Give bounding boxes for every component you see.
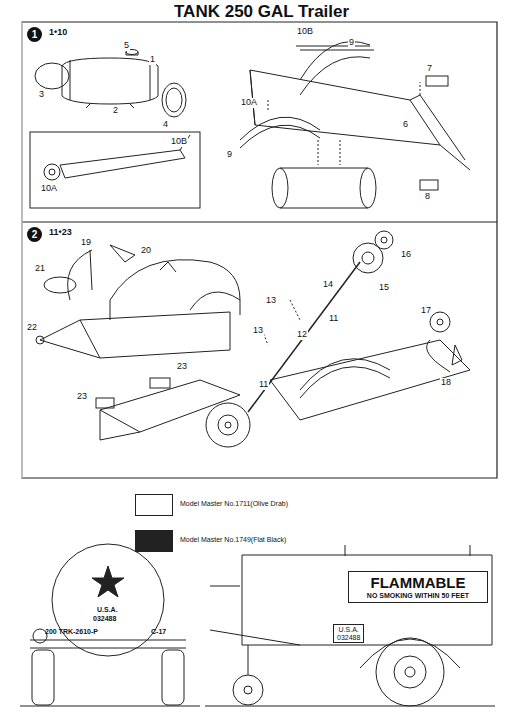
callout-number: 5	[123, 41, 130, 51]
callout-number: 8	[424, 192, 431, 202]
callout-number: 13	[252, 326, 264, 336]
marking-text: C-17	[150, 628, 167, 636]
marking-text: U.S.A.	[96, 606, 119, 614]
legend-swatch	[135, 530, 173, 552]
callout-number: 15	[378, 283, 390, 293]
callout-number: 13	[265, 296, 277, 306]
node-text: 1	[32, 29, 38, 40]
node-text: 2	[32, 229, 38, 240]
node-text: U.S.A.	[337, 626, 360, 634]
callout-number: 17	[420, 306, 432, 316]
step-range: 1•10	[48, 28, 68, 38]
callout-number: 6	[402, 120, 409, 130]
callout-number: 10A	[40, 184, 58, 194]
id-plate: U.S.A.032488	[333, 624, 364, 643]
callout-number: 10B	[296, 27, 314, 37]
callout-number: 23	[76, 392, 88, 402]
callout-number: 18	[440, 378, 452, 388]
callout-number: 7	[426, 64, 433, 74]
step-badge: 1	[27, 27, 42, 42]
callout-number: 2	[112, 106, 119, 116]
callout-number: 11	[328, 314, 339, 324]
callout-number: 3	[38, 90, 45, 100]
step-range: 11•23	[48, 228, 73, 238]
marking-text: 032488	[92, 615, 117, 623]
warning-placard: FLAMMABLENO SMOKING WITHIN 50 FEET	[348, 571, 488, 603]
callout-number: 9	[348, 38, 355, 48]
legend-text: Model Master No.1749(Flat Black)	[180, 536, 286, 543]
callout-number: 1	[149, 55, 156, 65]
callout-number: 19	[80, 238, 92, 248]
callout-number: 23	[176, 362, 188, 372]
callout-number: 20	[140, 246, 152, 256]
step-badge: 2	[27, 227, 42, 242]
legend-swatch	[135, 494, 173, 516]
callout-number: 10A	[240, 98, 258, 108]
marking-text: 200 TRK-2610-P	[44, 628, 99, 636]
node-text: FLAMMABLE	[353, 575, 483, 592]
callout-number: 4	[162, 120, 169, 130]
callout-number: 14	[322, 280, 334, 290]
node-text: 032488	[337, 634, 360, 642]
callout-number: 16	[400, 250, 412, 260]
callout-number: 10B	[170, 137, 188, 147]
callout-number: 21	[34, 264, 46, 274]
callout-number: 22	[26, 323, 38, 333]
callout-number: 11	[258, 380, 269, 390]
callout-number: 12	[296, 330, 308, 340]
node-text: NO SMOKING WITHIN 50 FEET	[353, 592, 483, 600]
title: TANK 250 GAL Trailer	[174, 3, 349, 22]
legend-text: Model Master No.1711(Olive Drab)	[180, 500, 288, 507]
callout-number: 9	[226, 150, 233, 160]
